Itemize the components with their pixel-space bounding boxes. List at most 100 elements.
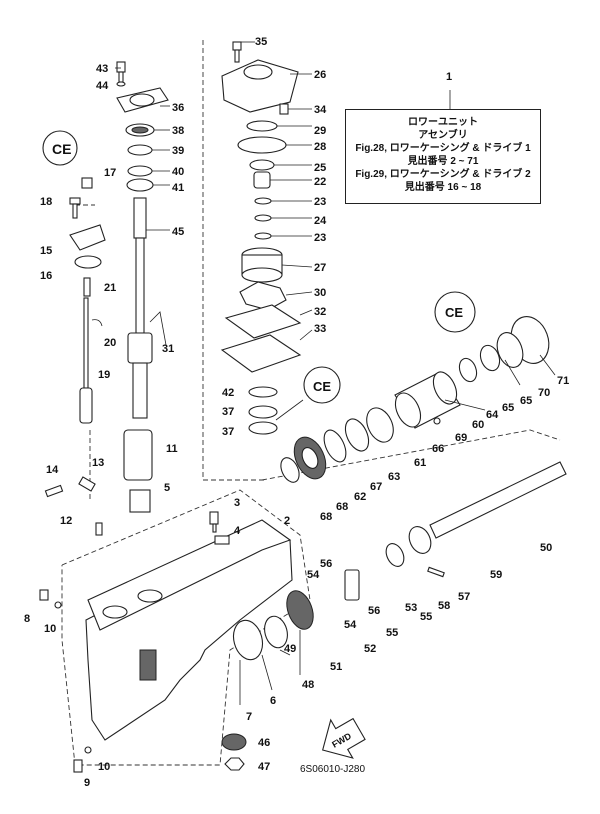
part-label-21: 21 xyxy=(104,282,116,294)
part-label-55b: 55 xyxy=(386,627,398,639)
part-label-9: 9 xyxy=(84,777,90,789)
water-pump-column xyxy=(220,41,302,435)
part-label-2: 2 xyxy=(284,515,290,527)
part-label-12: 12 xyxy=(60,515,72,527)
part-label-27: 27 xyxy=(314,262,326,274)
part-label-46: 46 xyxy=(258,737,270,749)
part-label-10b: 10 xyxy=(98,761,110,773)
part-label-60: 60 xyxy=(472,419,484,431)
part-label-54b: 54 xyxy=(344,619,357,631)
part-label-49: 49 xyxy=(284,643,296,655)
part-label-36: 36 xyxy=(172,102,184,114)
drive-shaft-column xyxy=(69,61,169,513)
part-label-6: 6 xyxy=(270,695,276,707)
part-label-50: 50 xyxy=(540,542,552,554)
part-label-31: 31 xyxy=(162,343,174,355)
part-label-68: 68 xyxy=(336,501,348,513)
part-label-19: 19 xyxy=(98,369,110,381)
callout-symbol-c: CE xyxy=(445,305,463,320)
part-label-65b: 65 xyxy=(502,402,514,414)
part-label-15: 15 xyxy=(40,245,52,257)
callout-symbols xyxy=(42,130,476,404)
part-label-18: 18 xyxy=(40,196,52,208)
part-label-7: 7 xyxy=(246,711,252,723)
part-label-37b: 37 xyxy=(222,426,234,438)
part-label-47: 47 xyxy=(258,761,270,773)
part-label-11: 11 xyxy=(166,443,178,455)
part-label-13: 13 xyxy=(92,457,104,469)
part-label-38: 38 xyxy=(172,125,184,137)
part-label-70: 70 xyxy=(538,387,550,399)
note-line-2: アセンブリ xyxy=(418,130,468,141)
part-label-22: 22 xyxy=(314,176,326,188)
part-label-51: 51 xyxy=(330,661,342,673)
part-label-63: 63 xyxy=(388,471,400,483)
part-label-64: 64 xyxy=(486,409,499,421)
fwd-arrow xyxy=(322,717,366,759)
part-label-20: 20 xyxy=(104,337,116,349)
diagram-code: 6S06010-J280 xyxy=(300,764,365,775)
part-label-33: 33 xyxy=(314,323,326,335)
part-label-44: 44 xyxy=(96,80,109,92)
note-line-5: Fig.29, ロワーケーシング & ドライブ 2 xyxy=(355,169,531,180)
part-label-41: 41 xyxy=(172,182,184,194)
lower-casing xyxy=(39,476,293,773)
part-label-43: 43 xyxy=(96,63,108,75)
part-label-35: 35 xyxy=(255,36,267,48)
part-label-16: 16 xyxy=(40,270,52,282)
part-label-54: 54 xyxy=(307,569,320,581)
note-line-4: 見出番号 2 ~ 71 xyxy=(407,156,479,167)
part-label-59: 59 xyxy=(490,569,502,581)
part-label-56: 56 xyxy=(368,605,380,617)
part-label-3: 3 xyxy=(234,497,240,509)
part-label-23b: 23 xyxy=(314,232,326,244)
part-label-8: 8 xyxy=(24,613,30,625)
part-label-58: 58 xyxy=(438,600,450,612)
part-label-1: 1 xyxy=(446,71,452,83)
part-label-25: 25 xyxy=(314,162,326,174)
part-label-4: 4 xyxy=(234,525,241,537)
part-label-42: 42 xyxy=(222,387,234,399)
part-label-17: 17 xyxy=(104,167,116,179)
callout-symbol-a: CE xyxy=(52,141,71,157)
part-label-10: 10 xyxy=(44,623,56,635)
assembly-note-box: ロワーユニット アセンブリ Fig.28, ロワーケーシング & ドライブ 1 … xyxy=(345,109,541,204)
part-label-55: 55 xyxy=(420,611,432,623)
part-label-52: 52 xyxy=(364,643,376,655)
note-line-1: ロワーユニット xyxy=(408,117,478,128)
note-line-3: Fig.28, ロワーケーシング & ドライブ 1 xyxy=(355,143,531,154)
part-label-28: 28 xyxy=(314,141,326,153)
prop-shaft-assembly xyxy=(221,316,567,771)
leader-lines xyxy=(115,41,556,705)
part-label-34: 34 xyxy=(314,104,327,116)
part-number-labels: 43 44 36 38 39 40 41 17 18 45 15 16 21 2… xyxy=(24,36,569,789)
note-line-6: 見出番号 16 ~ 18 xyxy=(404,182,482,193)
part-label-69: 69 xyxy=(455,432,467,444)
part-label-66: 66 xyxy=(432,443,444,455)
part-label-71: 71 xyxy=(557,375,569,387)
part-label-23: 23 xyxy=(314,196,326,208)
part-label-67: 67 xyxy=(370,481,382,493)
part-label-45: 45 xyxy=(172,226,184,238)
part-label-26: 26 xyxy=(314,69,326,81)
part-label-5: 5 xyxy=(164,482,170,494)
part-label-53: 53 xyxy=(405,602,417,614)
part-label-30: 30 xyxy=(314,287,326,299)
part-label-62: 62 xyxy=(354,491,366,503)
part-label-32: 32 xyxy=(314,306,326,318)
part-label-40: 40 xyxy=(172,166,184,178)
part-label-14: 14 xyxy=(46,464,59,476)
part-label-68b: 68 xyxy=(320,511,332,523)
part-label-56b: 56 xyxy=(320,558,332,570)
part-label-24: 24 xyxy=(314,215,327,227)
callout-symbol-b: CE xyxy=(313,379,331,394)
part-label-65: 65 xyxy=(520,395,532,407)
part-label-29: 29 xyxy=(314,125,326,137)
part-label-57: 57 xyxy=(458,591,470,603)
part-label-61: 61 xyxy=(414,457,426,469)
group-outlines xyxy=(61,40,561,766)
part-label-39: 39 xyxy=(172,145,184,157)
part-label-48: 48 xyxy=(302,679,314,691)
